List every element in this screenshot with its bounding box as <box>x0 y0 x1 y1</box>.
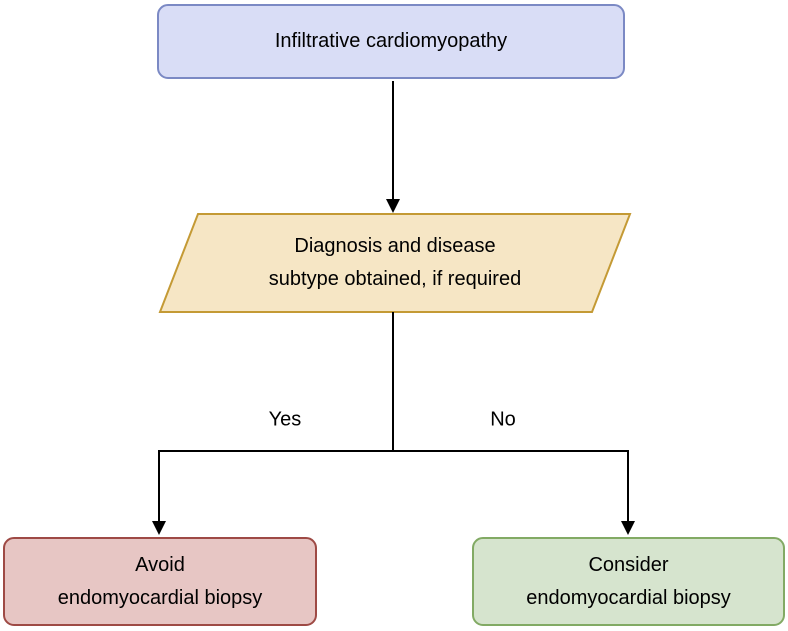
node-diagnosis-decision: Diagnosis and disease subtype obtained, … <box>268 235 522 290</box>
decision-parallelogram-shape <box>158 213 632 313</box>
node-infiltrative-cardiomyopathy: Infiltrative cardiomyopathy <box>157 4 625 79</box>
node-avoid-biopsy: Avoid endomyocardial biopsy <box>3 537 317 626</box>
arrowhead-decision-icon <box>386 199 400 213</box>
node-consider-biopsy: Consider endomyocardial biopsy <box>472 537 785 626</box>
edge-label-no: No <box>486 408 520 432</box>
arrowhead-avoid-icon <box>152 521 166 535</box>
edge-label-yes: Yes <box>264 408 306 432</box>
arrowhead-consider-icon <box>621 521 635 535</box>
